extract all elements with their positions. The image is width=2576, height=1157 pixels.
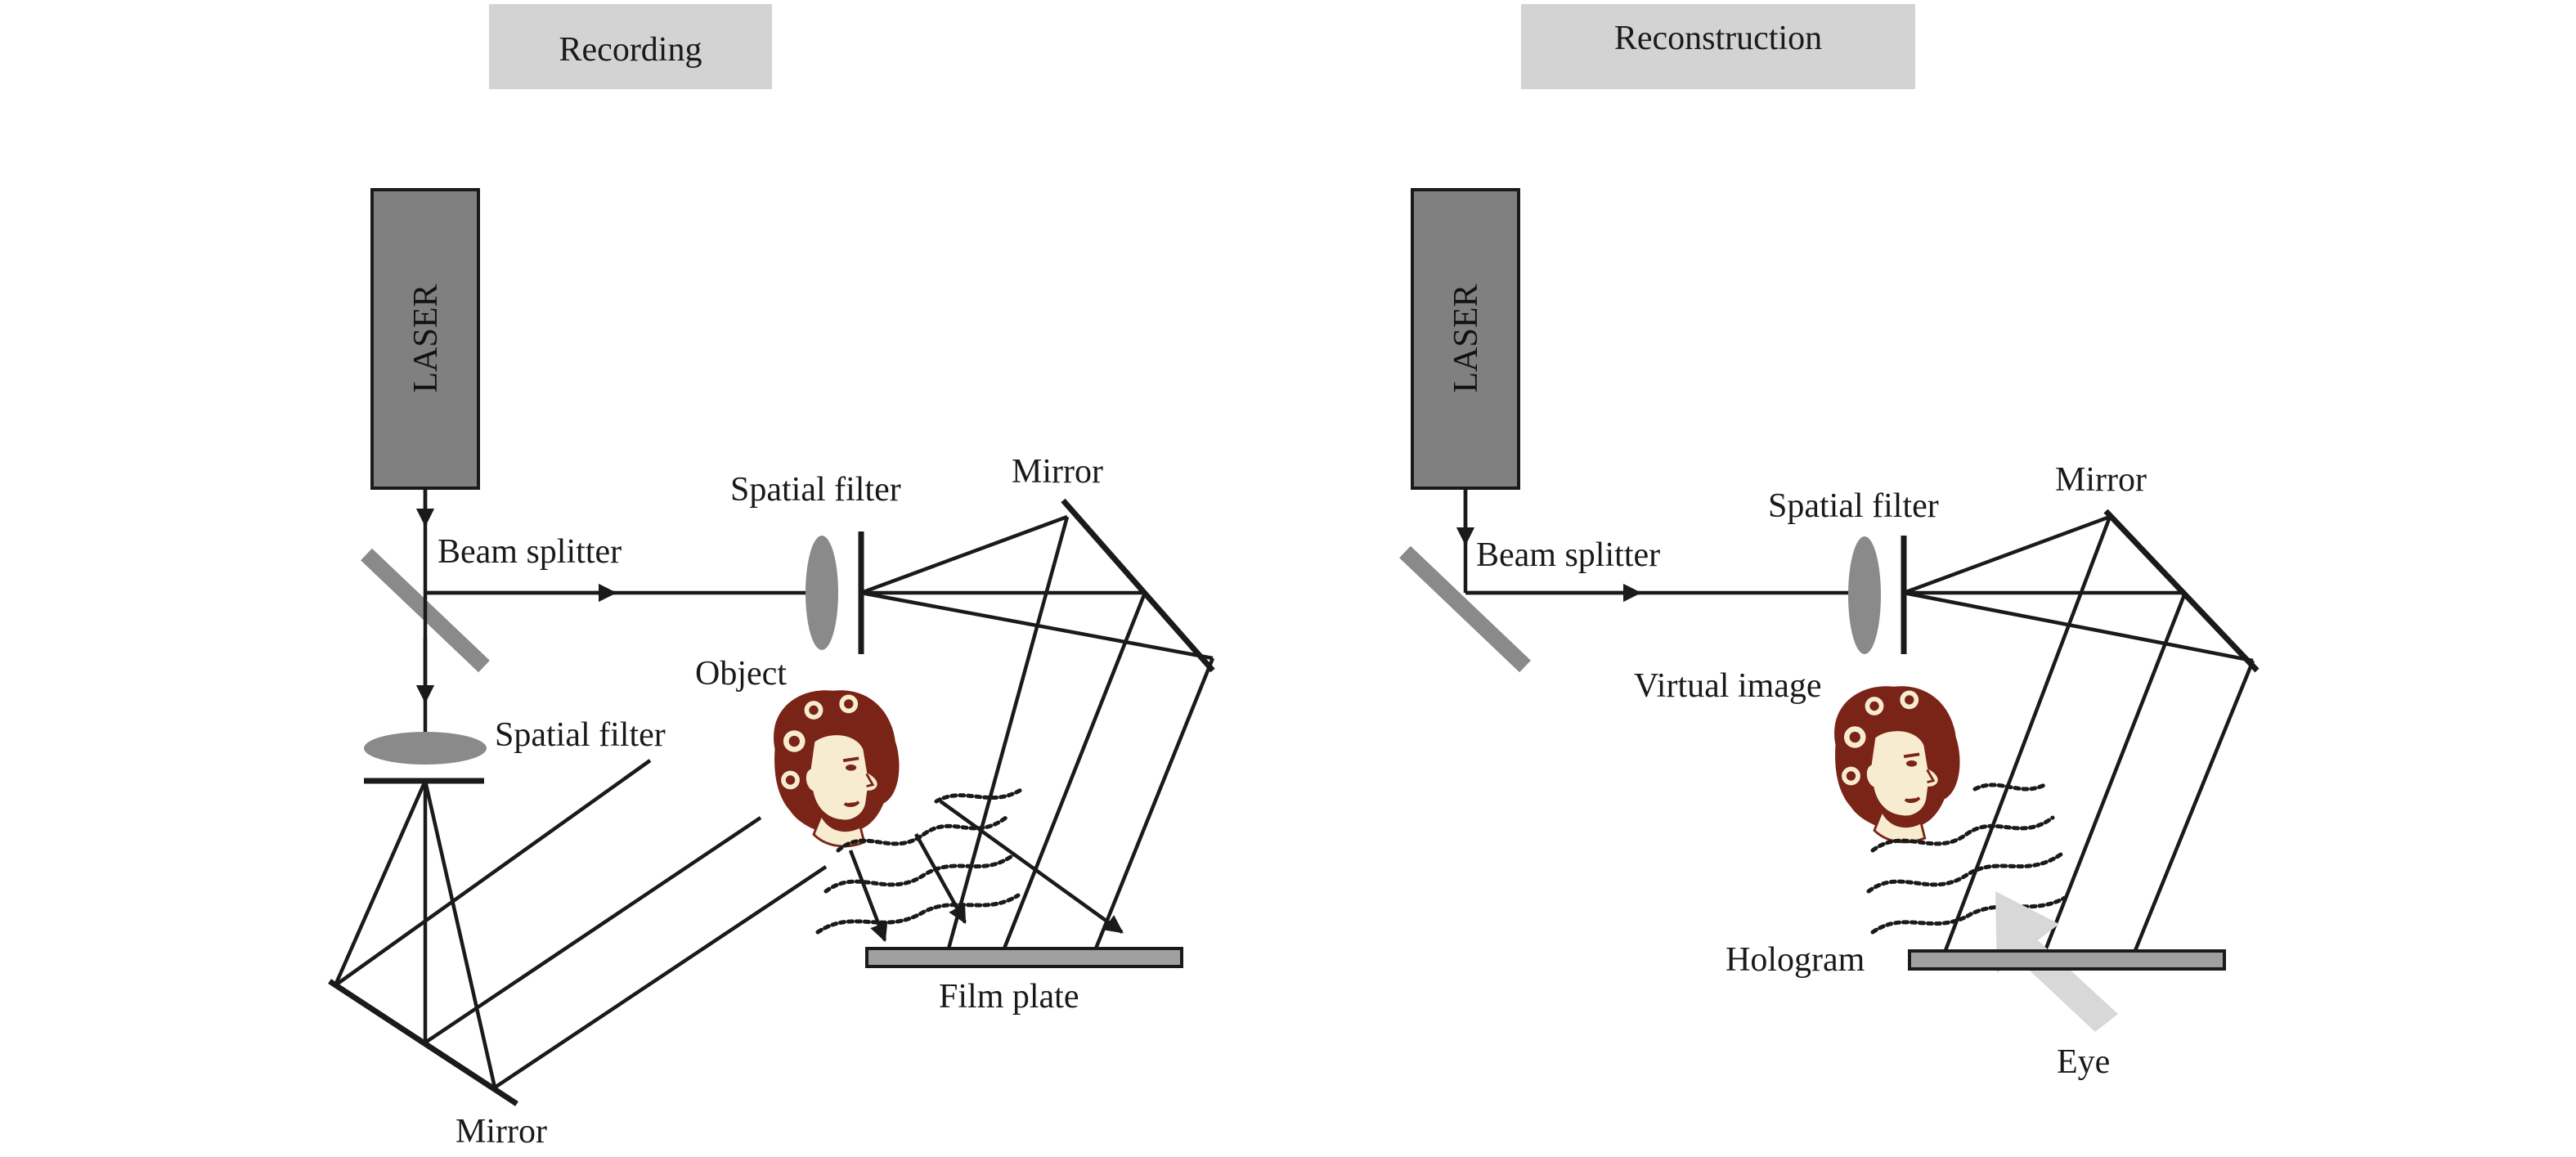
- reconstruction-mirror-label: Mirror: [2055, 461, 2147, 499]
- recording-mirror-bottom-label: Mirror: [456, 1113, 547, 1150]
- reconstruction-hologram-plate: [1908, 949, 2226, 971]
- recording-title-box: [489, 4, 772, 89]
- reconstruction-eye-label: Eye: [2057, 1043, 2110, 1081]
- recording-mirror-bottom: [328, 979, 518, 1106]
- recording-mirror-top: [1061, 498, 1215, 673]
- reconstruction-title-box: [1521, 4, 1915, 89]
- recording-laser-label: LASER: [407, 284, 445, 392]
- recording-laser: [370, 188, 480, 490]
- recording-object-face: [772, 688, 901, 848]
- recording-film-plate-label: Film plate: [939, 978, 1079, 1016]
- reconstruction-spatial-filter-lens: [1848, 536, 1881, 654]
- reconstruction-spatial-filter-label: Spatial filter: [1768, 487, 1939, 525]
- recording-film-plate: [865, 947, 1183, 968]
- recording-spatial-filter-top-lens: [806, 536, 838, 650]
- reconstruction-virtual-image-label: Virtual image: [1634, 667, 1822, 705]
- recording-spatial-filter-top-label: Spatial filter: [730, 471, 901, 509]
- recording-spatial-filter-bottom-label: Spatial filter: [495, 716, 666, 754]
- reconstruction-hologram-label: Hologram: [1726, 941, 1865, 979]
- recording-panel: Recording LASER Beam splitter Spatial fi…: [328, 4, 1215, 1150]
- reconstruction-beam-splitter: [1399, 545, 1531, 673]
- recording-title: Recording: [559, 31, 702, 69]
- reconstruction-mirror: [2103, 509, 2260, 673]
- recording-object-label: Object: [695, 655, 787, 693]
- recording-mirror-top-label: Mirror: [1012, 453, 1103, 491]
- recording-spatial-filter-bottom-lens: [364, 732, 487, 765]
- reconstruction-panel: Reconstruction LASER Beam splitter Spati…: [1399, 4, 2260, 1081]
- reconstruction-laser-label: LASER: [1447, 284, 1485, 392]
- reconstruction-title: Reconstruction: [1614, 20, 1822, 57]
- reconstruction-virtual-image-face: [1833, 684, 1962, 844]
- recording-beam-splitter-label: Beam splitter: [438, 533, 622, 571]
- reconstruction-beam-splitter-label: Beam splitter: [1476, 536, 1660, 574]
